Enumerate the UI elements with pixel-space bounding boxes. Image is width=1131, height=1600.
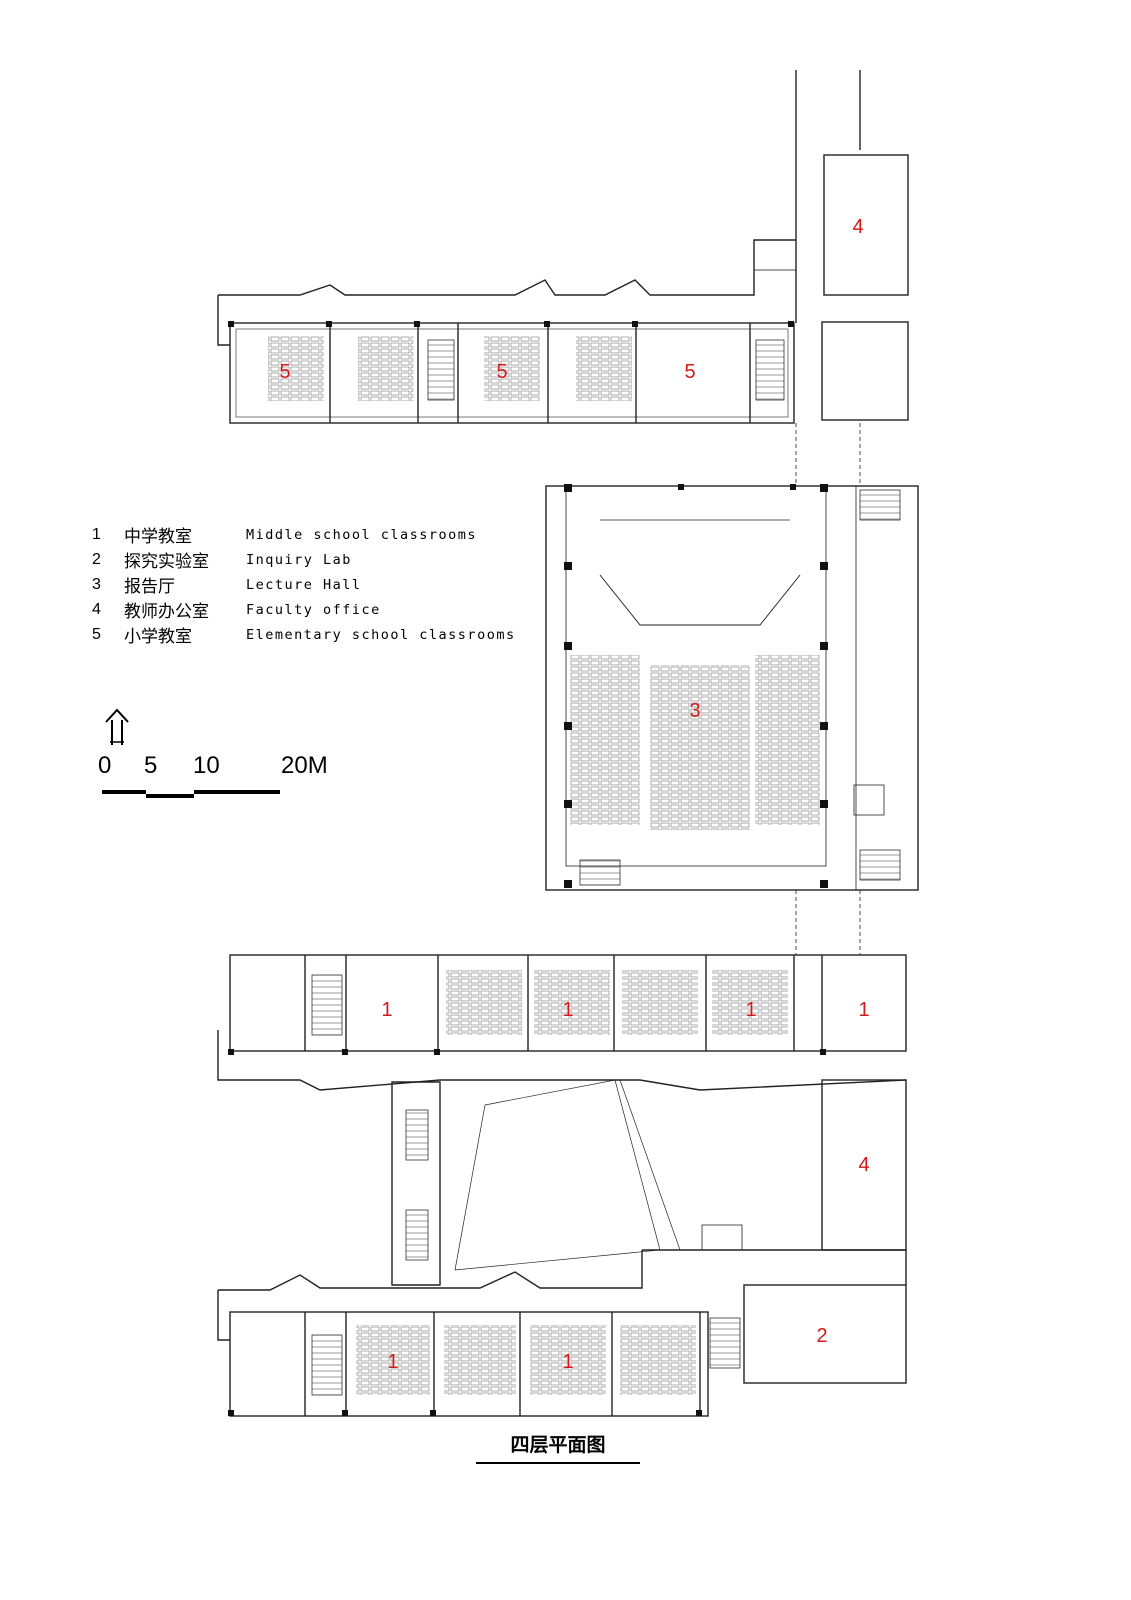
legend-item: 2 探究实验室 Inquiry Lab (92, 547, 516, 573)
room-label-middle-2: 1 (562, 999, 573, 1021)
room-label-faculty-east: 4 (858, 1154, 869, 1176)
room-label-middle-3: 1 (745, 999, 756, 1021)
room-label-lecture-hall: 3 (689, 700, 700, 722)
scale-label-5: 5 (144, 752, 158, 779)
room-label-faculty-north: 4 (852, 216, 863, 238)
scale-label-0: 0 (98, 752, 112, 779)
legend-label-zh: 中学教室 (124, 527, 192, 547)
stairs (311, 339, 901, 1396)
legend-label-zh: 教师办公室 (124, 602, 209, 622)
seating (268, 336, 820, 1395)
legend-label-zh: 报告厅 (124, 577, 175, 597)
legend: 1 中学教室 Middle school classrooms 2 探究实验室 … (92, 522, 516, 648)
legend-item: 3 报告厅 Lecture Hall (92, 572, 516, 598)
legend-item: 4 教师办公室 Faculty office (92, 597, 516, 623)
scale-bar (102, 790, 280, 798)
room-label-elementary-1: 5 (279, 361, 290, 383)
legend-number: 1 (92, 525, 101, 543)
legend-item: 1 中学教室 Middle school classrooms (92, 522, 516, 548)
room-label-middle-5: 1 (387, 1351, 398, 1373)
north-arrow-icon (105, 708, 129, 745)
legend-number: 4 (92, 600, 101, 618)
room-label-middle-4: 1 (858, 999, 869, 1021)
scale-label-10: 10 (193, 752, 220, 779)
legend-number: 3 (92, 575, 101, 593)
room-labels: 5 5 5 4 3 1 1 1 1 4 1 1 2 (279, 216, 869, 1373)
legend-item: 5 小学教室 Elementary school classrooms (92, 622, 516, 648)
legend-label-en: Elementary school classrooms (246, 626, 516, 643)
legend-label-zh: 探究实验室 (124, 552, 209, 572)
room-label-middle-1: 1 (381, 999, 392, 1021)
legend-number: 5 (92, 625, 101, 643)
room-label-elementary-2: 5 (496, 361, 507, 383)
legend-label-en: Lecture Hall (246, 576, 362, 593)
scale-label-20m: 20M (281, 752, 328, 779)
legend-number: 2 (92, 550, 101, 568)
room-label-lab: 2 (816, 1325, 827, 1347)
room-label-elementary-3: 5 (684, 361, 695, 383)
legend-label-zh: 小学教室 (124, 627, 192, 647)
title-underline (476, 1462, 640, 1464)
legend-label-en: Inquiry Lab (246, 551, 352, 568)
legend-label-en: Middle school classrooms (246, 526, 478, 543)
legend-label-en: Faculty office (246, 601, 381, 618)
walls (217, 70, 919, 1417)
columns (228, 321, 828, 1416)
plan-title: 四层平面图 (510, 1434, 606, 1456)
room-label-middle-6: 1 (562, 1351, 573, 1373)
